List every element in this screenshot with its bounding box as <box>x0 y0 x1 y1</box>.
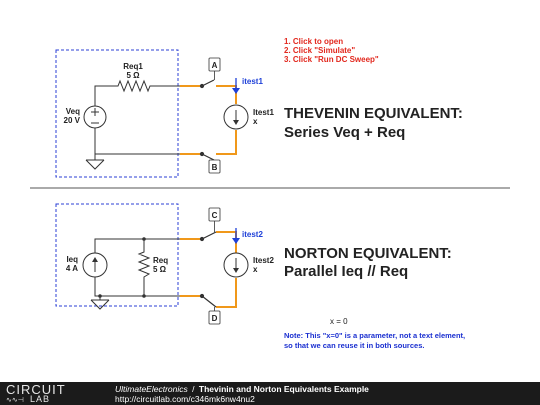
req1-value: 5 Ω <box>126 71 140 80</box>
req-name: Req <box>153 256 168 265</box>
instruction-1: 1. Click to open <box>284 37 343 46</box>
junction-dot <box>98 294 102 298</box>
itest2-value: x <box>253 265 258 274</box>
current-arrow-up-icon <box>92 257 98 262</box>
node-c[interactable]: C <box>208 207 221 232</box>
thevenin-heading-line2: Series Veq + Req <box>284 124 405 141</box>
junction-dot <box>142 237 146 241</box>
probe-itest1-label: itest1 <box>242 77 263 86</box>
req-value: 5 Ω <box>153 265 167 274</box>
thevenin-circuit[interactable]: Req1 5 Ω Veq 20 V <box>55 49 274 178</box>
logo-text-bottom: LAB <box>30 394 51 404</box>
probe-itest2[interactable]: itest2 <box>232 228 263 244</box>
ieq-name: Ieq <box>66 255 78 264</box>
footer-brand[interactable]: UltimateElectronics <box>115 384 188 394</box>
norton-ground-icon <box>90 299 110 310</box>
test-current-source-itest2[interactable]: Itest2 x <box>223 252 274 278</box>
junction-dot <box>142 294 146 298</box>
thevenin-ground-icon <box>85 159 105 170</box>
probe-itest2-label: itest2 <box>242 230 263 239</box>
thevenin-resistor-req1[interactable]: Req1 5 Ω <box>114 62 152 93</box>
norton-terminal-switches[interactable] <box>199 231 217 308</box>
instruction-3: 3. Click "Run DC Sweep" <box>284 55 379 64</box>
ieq-value: 4 A <box>66 264 78 273</box>
thevenin-equivalent-box <box>55 49 179 178</box>
probe-itest1[interactable]: itest1 <box>232 77 263 94</box>
arrow-down-icon <box>232 88 240 94</box>
veq-value: 20 V <box>64 116 81 125</box>
logo-wave-icon: ∿∿⊣ <box>6 397 24 404</box>
thevenin-terminal-switches[interactable] <box>199 79 215 161</box>
itest1-name: Itest1 <box>253 108 274 117</box>
node-b[interactable]: B <box>208 159 221 174</box>
thevenin-heading-line1: THEVENIN EQUIVALENT: <box>284 105 463 122</box>
parameter-x[interactable]: x = 0 <box>330 317 348 326</box>
node-c-label: C <box>212 211 218 220</box>
node-d-label: D <box>212 314 218 323</box>
norton-current-source-ieq[interactable]: Ieq 4 A <box>66 252 108 278</box>
footer-separator: / <box>192 384 195 394</box>
req1-name: Req1 <box>123 62 143 71</box>
footer-url[interactable]: http://circuitlab.com/c346mk6nw4nu2 <box>115 394 255 404</box>
instruction-2: 2. Click "Simulate" <box>284 46 355 55</box>
note-line-1: Note: This "x=0" is a parameter, not a t… <box>284 331 465 340</box>
test-current-source-itest1[interactable]: Itest1 x <box>223 104 274 130</box>
itest1-value: x <box>253 117 258 126</box>
node-a[interactable]: A <box>208 57 221 80</box>
veq-name: Veq <box>66 107 80 116</box>
norton-heading-line1: NORTON EQUIVALENT: <box>284 245 452 262</box>
norton-equivalent-box <box>55 203 179 307</box>
circuitlab-logo[interactable]: CIRCUIT ∿∿⊣ LAB <box>6 383 106 404</box>
current-arrow-icon <box>233 268 239 273</box>
note-line-2: so that we can reuse it in both sources. <box>284 341 424 350</box>
footer-circuit-title[interactable]: Thevinin and Norton Equivalents Example <box>198 384 369 394</box>
norton-circuit[interactable]: Ieq 4 A Req 5 Ω <box>55 203 274 325</box>
node-b-label: B <box>212 163 218 172</box>
norton-heading-line2: Parallel Ieq // Req <box>284 263 408 280</box>
footer-bar: CIRCUIT ∿∿⊣ LAB UltimateElectronics / Th… <box>0 382 540 405</box>
current-arrow-icon <box>233 120 239 125</box>
thevenin-internal-wires <box>94 85 180 160</box>
itest2-name: Itest2 <box>253 256 274 265</box>
thevenin-voltage-source-veq[interactable]: Veq 20 V <box>64 105 107 129</box>
node-d[interactable]: D <box>208 307 221 325</box>
norton-internal-wires <box>94 238 180 300</box>
arrow-down-icon <box>232 238 240 244</box>
logo-text-top: CIRCUIT <box>6 382 66 397</box>
footer-title-line: UltimateElectronics / Thevinin and Norto… <box>115 384 369 394</box>
norton-resistor-req[interactable]: Req 5 Ω <box>137 249 168 281</box>
node-a-label: A <box>212 61 218 70</box>
